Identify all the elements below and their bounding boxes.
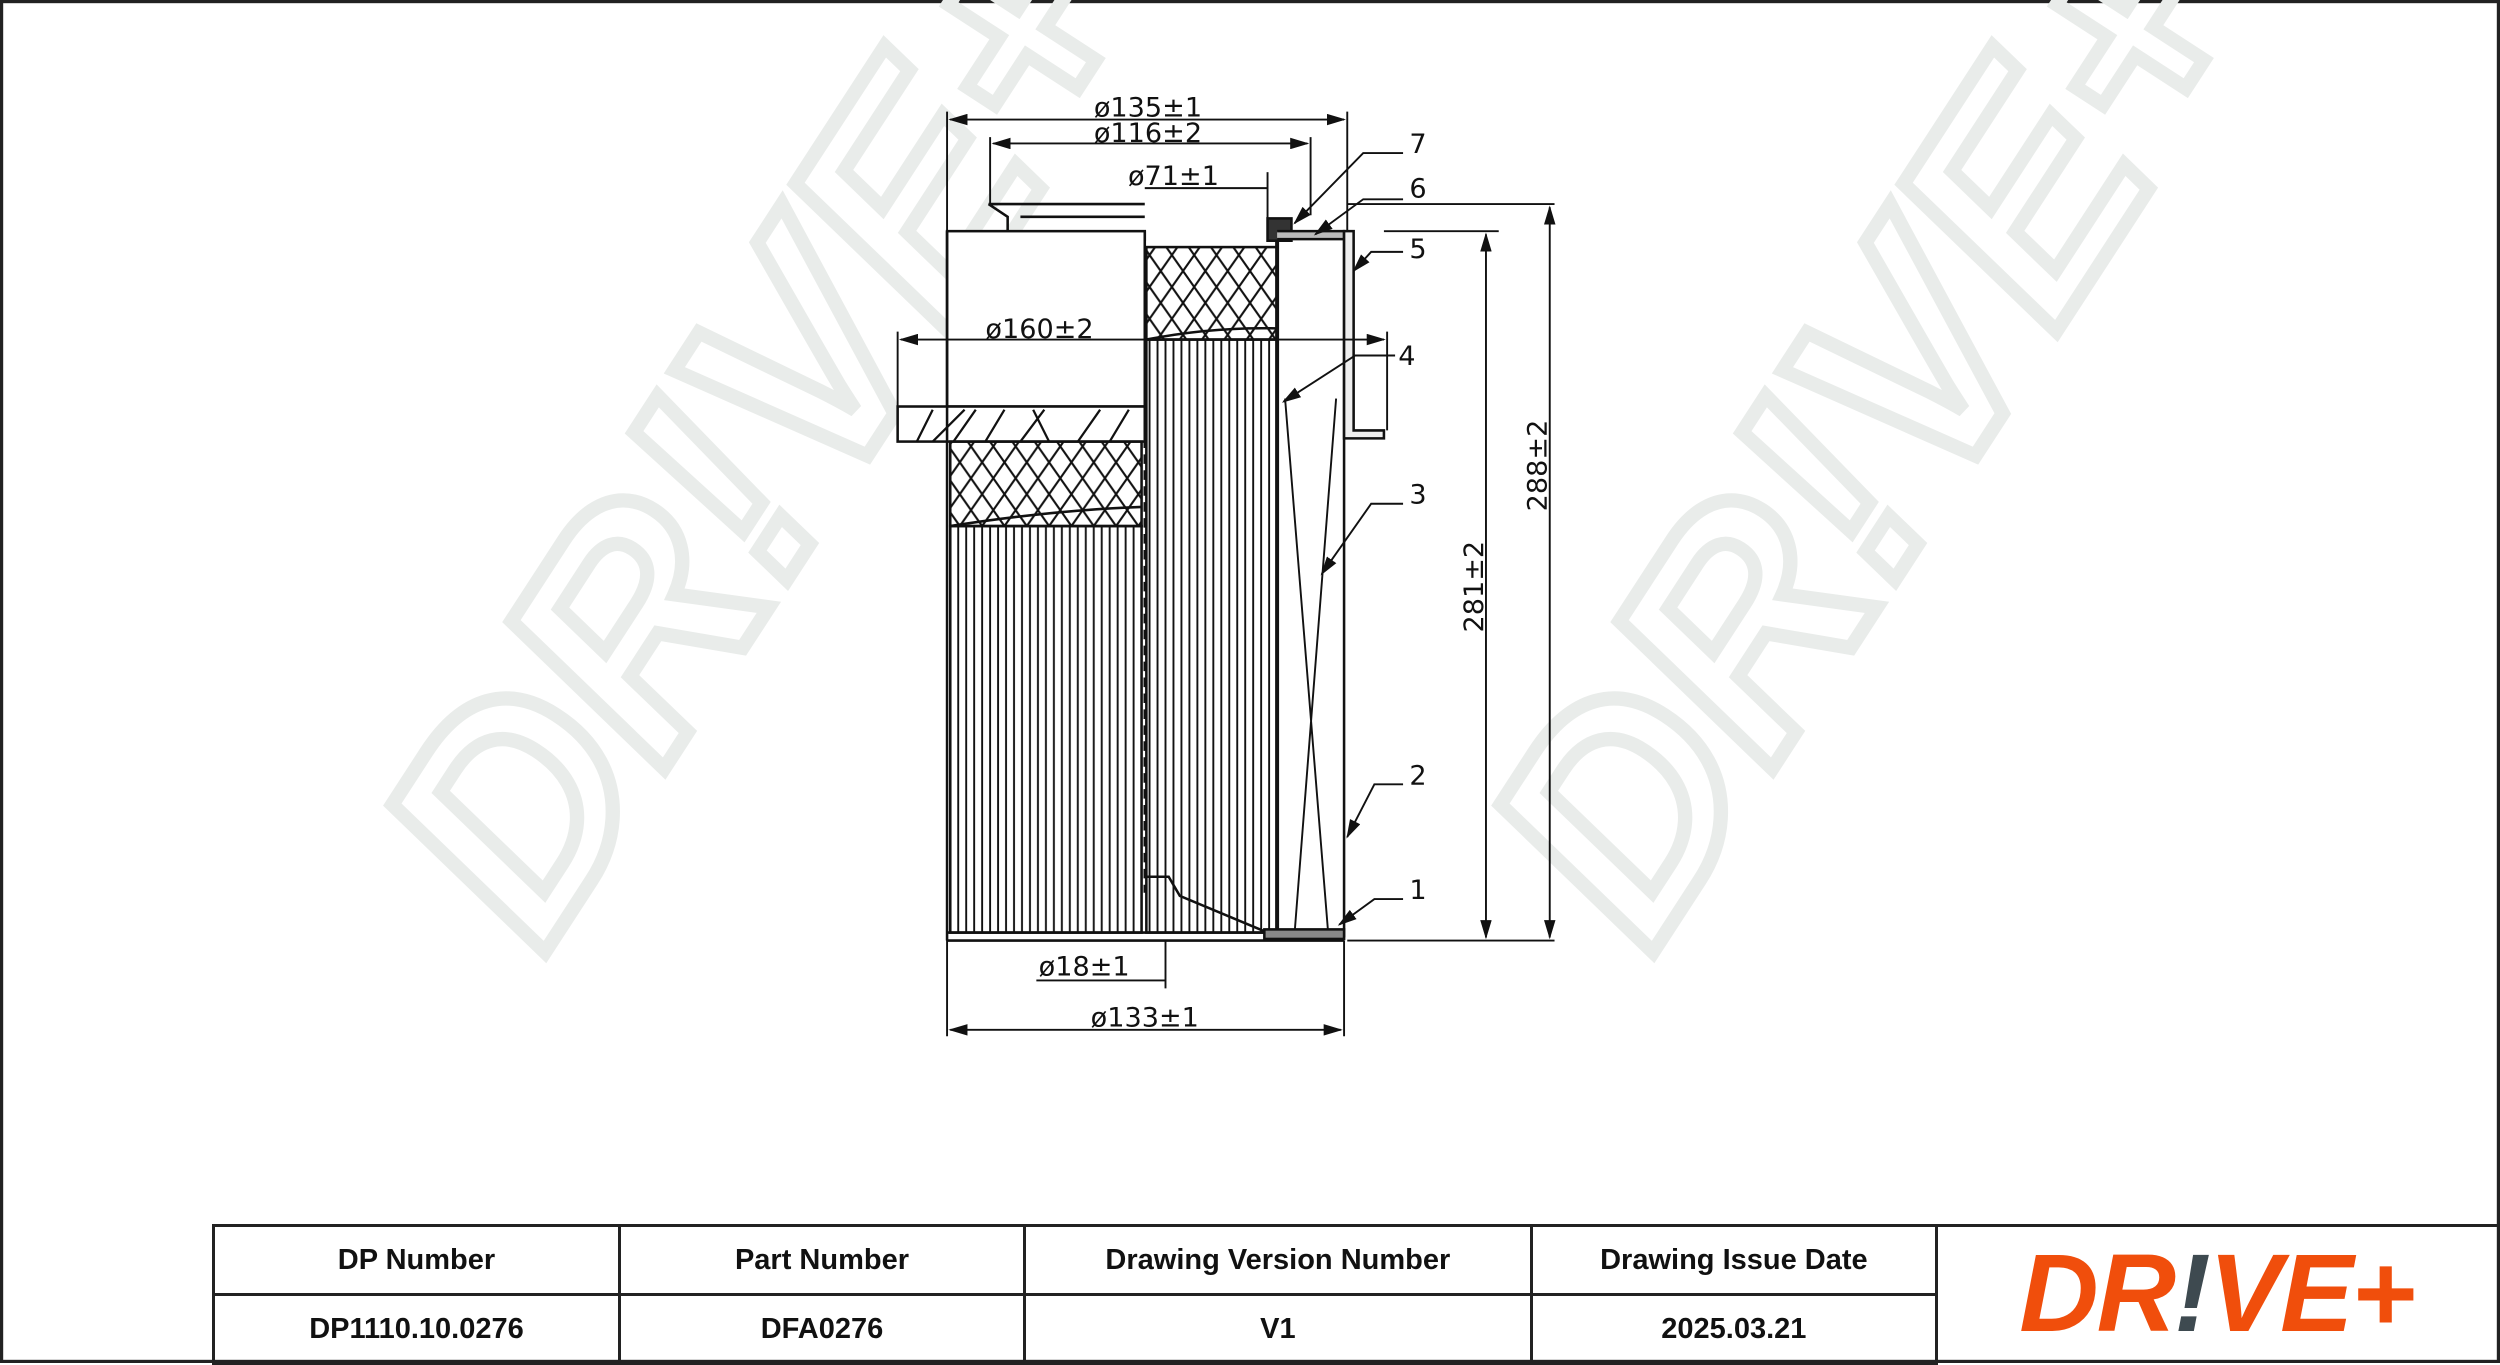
dim-d160: ø160±2 bbox=[985, 314, 1093, 345]
logo-part1: DR bbox=[2019, 1232, 2176, 1355]
title-block: DP Number Part Number Drawing Version Nu… bbox=[212, 1224, 1939, 1365]
dim-h281: 281±2 bbox=[1459, 541, 1490, 633]
header-issue-date: Drawing Issue Date bbox=[1529, 1224, 1939, 1296]
logo-text: DR!VE+ bbox=[2019, 1230, 2416, 1357]
dim-d135: ø135±1 bbox=[1094, 92, 1202, 123]
callout-5: 5 bbox=[1409, 234, 1426, 265]
callout-2: 2 bbox=[1409, 760, 1426, 791]
dim-d18: ø18±1 bbox=[1039, 952, 1130, 983]
value-dp-number: DP1110.10.0276 bbox=[212, 1293, 621, 1365]
callout-3: 3 bbox=[1409, 480, 1426, 511]
callout-6: 6 bbox=[1409, 174, 1426, 205]
callout-7: 7 bbox=[1409, 129, 1426, 160]
filter-body bbox=[896, 202, 1386, 942]
dim-h288: 288±2 bbox=[1523, 420, 1554, 512]
dimension-lines bbox=[896, 111, 1556, 1037]
logo-bang: ! bbox=[2174, 1232, 2211, 1355]
value-part-number: DFA0276 bbox=[617, 1293, 1026, 1365]
value-drawing-version: V1 bbox=[1022, 1293, 1533, 1365]
dim-d133: ø133±1 bbox=[1091, 1003, 1199, 1034]
title-block-value-row: DP1110.10.0276 DFA0276 V1 2025.03.21 bbox=[212, 1293, 1939, 1365]
header-drawing-version: Drawing Version Number bbox=[1022, 1224, 1533, 1296]
logo-part2: VE+ bbox=[2208, 1232, 2416, 1355]
callout-4: 4 bbox=[1398, 341, 1415, 372]
title-block-header-row: DP Number Part Number Drawing Version Nu… bbox=[212, 1224, 1939, 1296]
callout-1: 1 bbox=[1409, 875, 1426, 906]
watermark-right: DR!VE+ bbox=[1421, 0, 2314, 992]
header-part-number: Part Number bbox=[617, 1224, 1026, 1296]
dim-d71: ø71±1 bbox=[1128, 161, 1219, 192]
value-issue-date: 2025.03.21 bbox=[1529, 1293, 1939, 1365]
dim-d116: ø116±2 bbox=[1094, 118, 1202, 149]
brand-logo: DR!VE+ bbox=[1936, 1224, 2500, 1363]
header-dp-number: DP Number bbox=[212, 1224, 621, 1296]
